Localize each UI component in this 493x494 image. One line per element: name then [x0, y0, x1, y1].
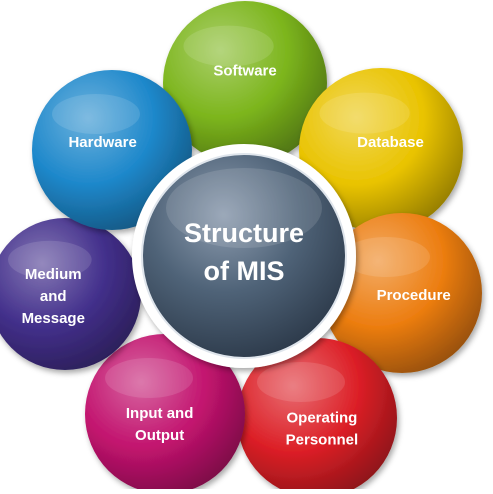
petal-label-medium-message-line-3: Message: [22, 310, 85, 327]
center-circle: [141, 153, 347, 359]
center-highlight: [166, 168, 322, 248]
petal-label-hardware-line-1: Hardware: [68, 134, 136, 151]
petal-label-software-line-1: Software: [213, 63, 276, 80]
petal-circle-operating-personnel: [237, 338, 397, 494]
petal-label-database-line-1: Database: [357, 134, 424, 151]
center-hub: Structure of MIS: [132, 144, 356, 368]
petal-database: Database: [299, 68, 463, 232]
petal-circle-hardware: [32, 70, 192, 230]
petal-label-operating-personnel-line-1: Operating: [287, 409, 358, 426]
petal-highlight-input-output: [105, 358, 193, 398]
petal-label-medium-message-line-2: and: [40, 288, 67, 305]
petal-software: Software: [163, 1, 327, 165]
petal-procedure: Procedure: [322, 213, 482, 373]
center-title-line-2: of MIS: [204, 256, 285, 286]
petal-circle-medium-message: [0, 218, 141, 370]
petal-highlight-operating-personnel: [257, 362, 345, 402]
petal-highlight-medium-message: [8, 240, 92, 279]
petal-hardware: Hardware: [32, 70, 192, 230]
petal-label-input-output-line-1: Input and: [126, 405, 194, 422]
petals-group: SoftwareDatabaseProcedureOperatingPerson…: [0, 1, 482, 494]
petal-label-input-output-line-2: Output: [135, 427, 184, 444]
petal-highlight-hardware: [52, 94, 140, 134]
petal-label-procedure-line-1: Procedure: [377, 287, 451, 304]
petal-highlight-procedure: [342, 237, 430, 277]
petal-highlight-software: [183, 25, 274, 67]
petal-label-medium-message-line-1: Medium: [25, 266, 82, 283]
center-title-line-1: Structure: [184, 218, 304, 248]
petal-circle-software: [163, 1, 327, 165]
petal-label-operating-personnel-line-2: Personnel: [286, 431, 359, 448]
petal-circle-procedure: [322, 213, 482, 373]
petal-highlight-database: [319, 92, 410, 134]
petal-circle-database: [299, 68, 463, 232]
petal-circle-input-output: [85, 334, 245, 494]
